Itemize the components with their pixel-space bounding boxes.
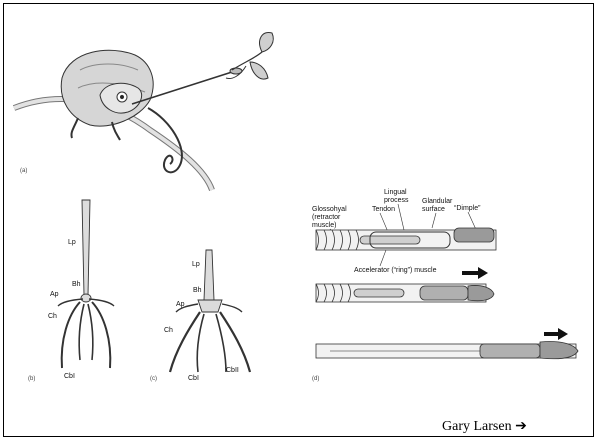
motion-arrow-icon bbox=[462, 267, 488, 279]
svg-text:(retractor: (retractor bbox=[312, 214, 341, 221]
lingual-process-core bbox=[360, 236, 420, 244]
caption-text: Gary Larsen bbox=[442, 419, 512, 434]
svg-text:Accelerator (“ring”) muscle: Accelerator (“ring”) muscle bbox=[354, 267, 437, 274]
svg-text:Lp: Lp bbox=[68, 239, 76, 246]
svg-text:Bh: Bh bbox=[72, 281, 81, 288]
svg-text:“Dimple”: “Dimple” bbox=[454, 205, 481, 212]
tongue-section-retracted bbox=[316, 228, 496, 250]
svg-text:Ap: Ap bbox=[50, 291, 59, 298]
lingual-process-c bbox=[204, 250, 214, 300]
svg-text:Ap: Ap bbox=[176, 301, 185, 308]
basihyal-b bbox=[81, 294, 91, 302]
svg-text:(b): (b) bbox=[28, 376, 35, 382]
svg-text:Bh: Bh bbox=[193, 287, 202, 294]
svg-text:(c): (c) bbox=[150, 376, 157, 382]
svg-text:CbI: CbI bbox=[188, 375, 199, 382]
svg-text:CbII: CbII bbox=[226, 367, 239, 374]
panel-b-hyoid bbox=[58, 200, 114, 368]
svg-text:Lingual: Lingual bbox=[384, 189, 407, 196]
svg-text:CbI: CbI bbox=[64, 373, 75, 380]
svg-text:process: process bbox=[384, 197, 409, 204]
svg-text:(d): (d) bbox=[312, 376, 319, 382]
svg-text:Glossohyal: Glossohyal bbox=[312, 206, 347, 213]
svg-text:Tendon: Tendon bbox=[372, 206, 395, 213]
panel-c-hyoid bbox=[170, 250, 250, 372]
svg-text:muscle): muscle) bbox=[312, 222, 337, 229]
tongue-section-extended bbox=[316, 341, 578, 358]
svg-text:Lp: Lp bbox=[192, 261, 200, 268]
tongue-section-mid bbox=[316, 284, 494, 302]
svg-text:Glandular: Glandular bbox=[422, 198, 453, 205]
credit-caption: Gary Larsen ➔ bbox=[442, 418, 527, 435]
svg-text:Ch: Ch bbox=[48, 313, 57, 320]
basihyal-c bbox=[198, 300, 222, 312]
ceratobranchial-c bbox=[170, 312, 200, 372]
motion-arrow-icon bbox=[544, 328, 568, 340]
panel-a-label: (a) bbox=[20, 168, 27, 174]
panel-a-chameleon bbox=[14, 32, 273, 190]
leaf bbox=[260, 32, 274, 52]
lingual-process-b bbox=[82, 200, 90, 295]
arrow-right-icon: ➔ bbox=[515, 419, 527, 434]
svg-text:Ch: Ch bbox=[164, 327, 173, 334]
svg-text:surface: surface bbox=[422, 206, 445, 213]
ceratobranchial-b bbox=[62, 302, 80, 368]
glandular-surface bbox=[454, 228, 494, 242]
